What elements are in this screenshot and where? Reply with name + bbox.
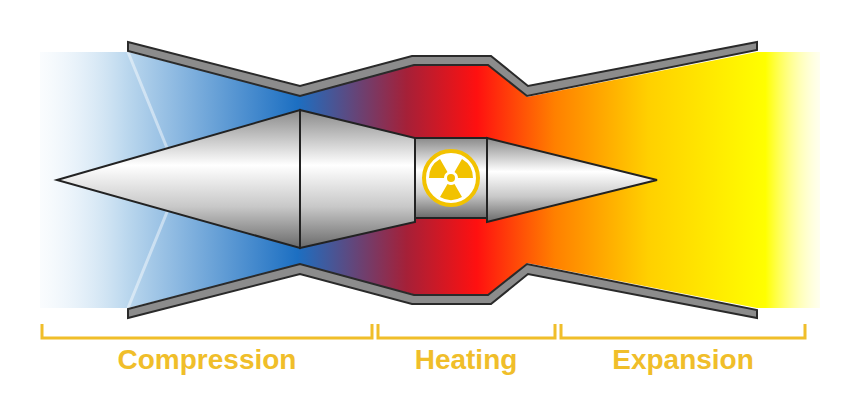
reactor-core xyxy=(415,138,487,218)
trefoil-blade xyxy=(429,159,448,178)
section-label: Expansion xyxy=(612,343,754,377)
inlet-cone xyxy=(57,110,300,248)
section-label: Heating xyxy=(415,343,518,377)
tail-cone xyxy=(487,138,657,222)
section-brackets xyxy=(42,324,805,338)
housing-top xyxy=(128,42,757,96)
section-label: Compression xyxy=(118,343,297,377)
radiation-symbol xyxy=(424,151,478,205)
housing-bottom xyxy=(128,264,757,318)
trefoil-blade xyxy=(440,184,462,200)
trefoil-blade xyxy=(455,159,474,178)
body-section xyxy=(300,110,415,248)
airflow xyxy=(40,52,820,308)
